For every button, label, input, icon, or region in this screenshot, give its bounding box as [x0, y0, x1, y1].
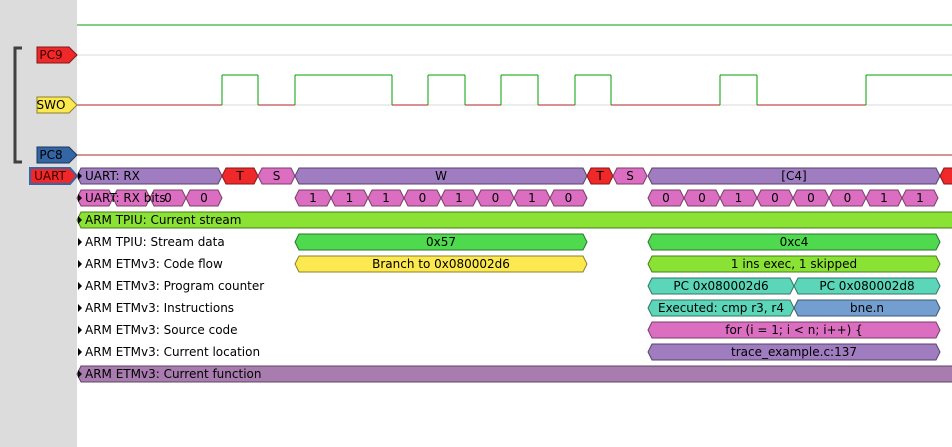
decoder-row-label: ARM ETMv3: Current function	[85, 367, 261, 381]
decoder-annotation-text: S	[273, 169, 281, 183]
decoder-annotation-text: 0	[565, 191, 573, 205]
decoder-annotation-text: 1	[528, 191, 536, 205]
decoder-annotation[interactable]	[901, 189, 939, 207]
decoder-annotation[interactable]	[185, 189, 223, 207]
row-expand-arrow-icon[interactable]	[78, 194, 82, 202]
decoder-annotation-text: PC 0x080002d6	[673, 279, 768, 293]
row-expand-arrow-icon[interactable]	[78, 172, 82, 180]
channel-gutter	[0, 0, 77, 447]
decoder-row-label: UART: RX	[85, 169, 140, 183]
decoder-annotation-text: 0	[419, 191, 427, 205]
decoder-annotation-text: 0	[807, 191, 815, 205]
decoder-annotation-text: 1 ins exec, 1 skipped	[731, 257, 857, 271]
decoder-annotation-text: 1	[455, 191, 463, 205]
row-expand-arrow-icon[interactable]	[78, 260, 82, 268]
row-expand-arrow-icon[interactable]	[78, 238, 82, 246]
decoder-annotation-text: 0	[844, 191, 852, 205]
channel-pc8-name: PC8	[39, 148, 62, 162]
decoder-annotation-text: Executed: cmp r3, r4	[658, 301, 784, 315]
decoder-annotation-text: 1	[382, 191, 390, 205]
row-expand-arrow-icon[interactable]	[78, 282, 82, 290]
decoder-annotation[interactable]	[76, 365, 952, 383]
channel-pc8-label[interactable]	[36, 146, 78, 164]
decoder-annotation-text: 1	[346, 191, 354, 205]
decoder-row-label: ARM ETMv3: Source code	[85, 323, 238, 337]
decoder-annotation[interactable]	[793, 299, 941, 317]
decoder-annotation-text: 1	[309, 191, 317, 205]
decoder-uart-badge[interactable]	[29, 167, 79, 185]
decoder-row-label: ARM ETMv3: Instructions	[85, 301, 234, 315]
decoder-annotation-text: 0	[200, 191, 208, 205]
decoder-annotation[interactable]	[647, 343, 941, 361]
decoder-row-label: ARM TPIU: Current stream	[85, 213, 241, 227]
decoder-row-label: ARM ETMv3: Current location	[85, 345, 260, 359]
decoder-annotation[interactable]	[76, 211, 952, 229]
decoder-annotation-text: 0xc4	[780, 235, 809, 249]
decoder-annotation[interactable]	[647, 321, 941, 339]
decoder-row-label: ARM ETMv3: Program counter	[85, 279, 264, 293]
decoder-annotation-text: T	[235, 169, 244, 183]
decoder-annotation-text: 1	[735, 191, 743, 205]
row-expand-arrow-icon[interactable]	[78, 304, 82, 312]
decoder-annotation-text: 1	[916, 191, 924, 205]
decoder-annotation-text: 1	[880, 191, 888, 205]
channel-pc9-name: PC9	[39, 48, 62, 62]
decoder-annotation-text: 0x57	[426, 235, 456, 249]
decoder-annotation-text: [C4]	[781, 169, 806, 183]
decoder-annotation[interactable]	[549, 189, 588, 207]
channel-pc9-label[interactable]	[36, 46, 78, 64]
decoder-annotation-text: 0	[698, 191, 706, 205]
decoder-annotation[interactable]	[294, 233, 588, 251]
decoder-annotation-text: 0	[662, 191, 670, 205]
decoder-annotation[interactable]	[647, 255, 941, 273]
decoder-annotation-text: 0	[492, 191, 500, 205]
channel-swo-name: SWO	[37, 98, 66, 112]
decoder-annotation[interactable]	[647, 233, 941, 251]
decoder-annotation-text: trace_example.c:137	[731, 345, 857, 359]
decoder-annotation-text: T	[595, 169, 604, 183]
decoder-annotation-text: 0	[164, 191, 172, 205]
decoder-annotation[interactable]	[793, 277, 941, 295]
decoder-row-label: UART: RX bits	[85, 191, 166, 205]
channel-group-bracket[interactable]	[13, 46, 22, 164]
decoder-annotation[interactable]	[294, 255, 588, 273]
decoder-annotation[interactable]	[612, 167, 648, 185]
row-expand-arrow-icon[interactable]	[78, 216, 82, 224]
decoder-annotation-text: Branch to 0x080002d6	[372, 257, 510, 271]
decoder-annotation-text: for (i = 1; i < n; i++) {	[725, 323, 863, 337]
decoder-annotation[interactable]	[939, 167, 952, 185]
decoder-annotation-text: 0	[771, 191, 779, 205]
row-expand-arrow-icon[interactable]	[78, 348, 82, 356]
row-expand-arrow-icon[interactable]	[78, 370, 82, 378]
decoder-uart-badge-label: UART	[34, 169, 66, 183]
decoder-annotation-text: S	[626, 169, 634, 183]
decoder-annotation-text: bne.n	[850, 301, 884, 315]
row-expand-arrow-icon[interactable]	[78, 326, 82, 334]
decoder-row-label: ARM TPIU: Stream data	[85, 235, 225, 249]
decoder-row-label: ARM ETMv3: Code flow	[85, 257, 223, 271]
decoder-annotation-text: PC 0x080002d8	[819, 279, 914, 293]
channel-swo-label[interactable]	[36, 96, 78, 114]
decoder-annotation-text: W	[435, 169, 447, 183]
